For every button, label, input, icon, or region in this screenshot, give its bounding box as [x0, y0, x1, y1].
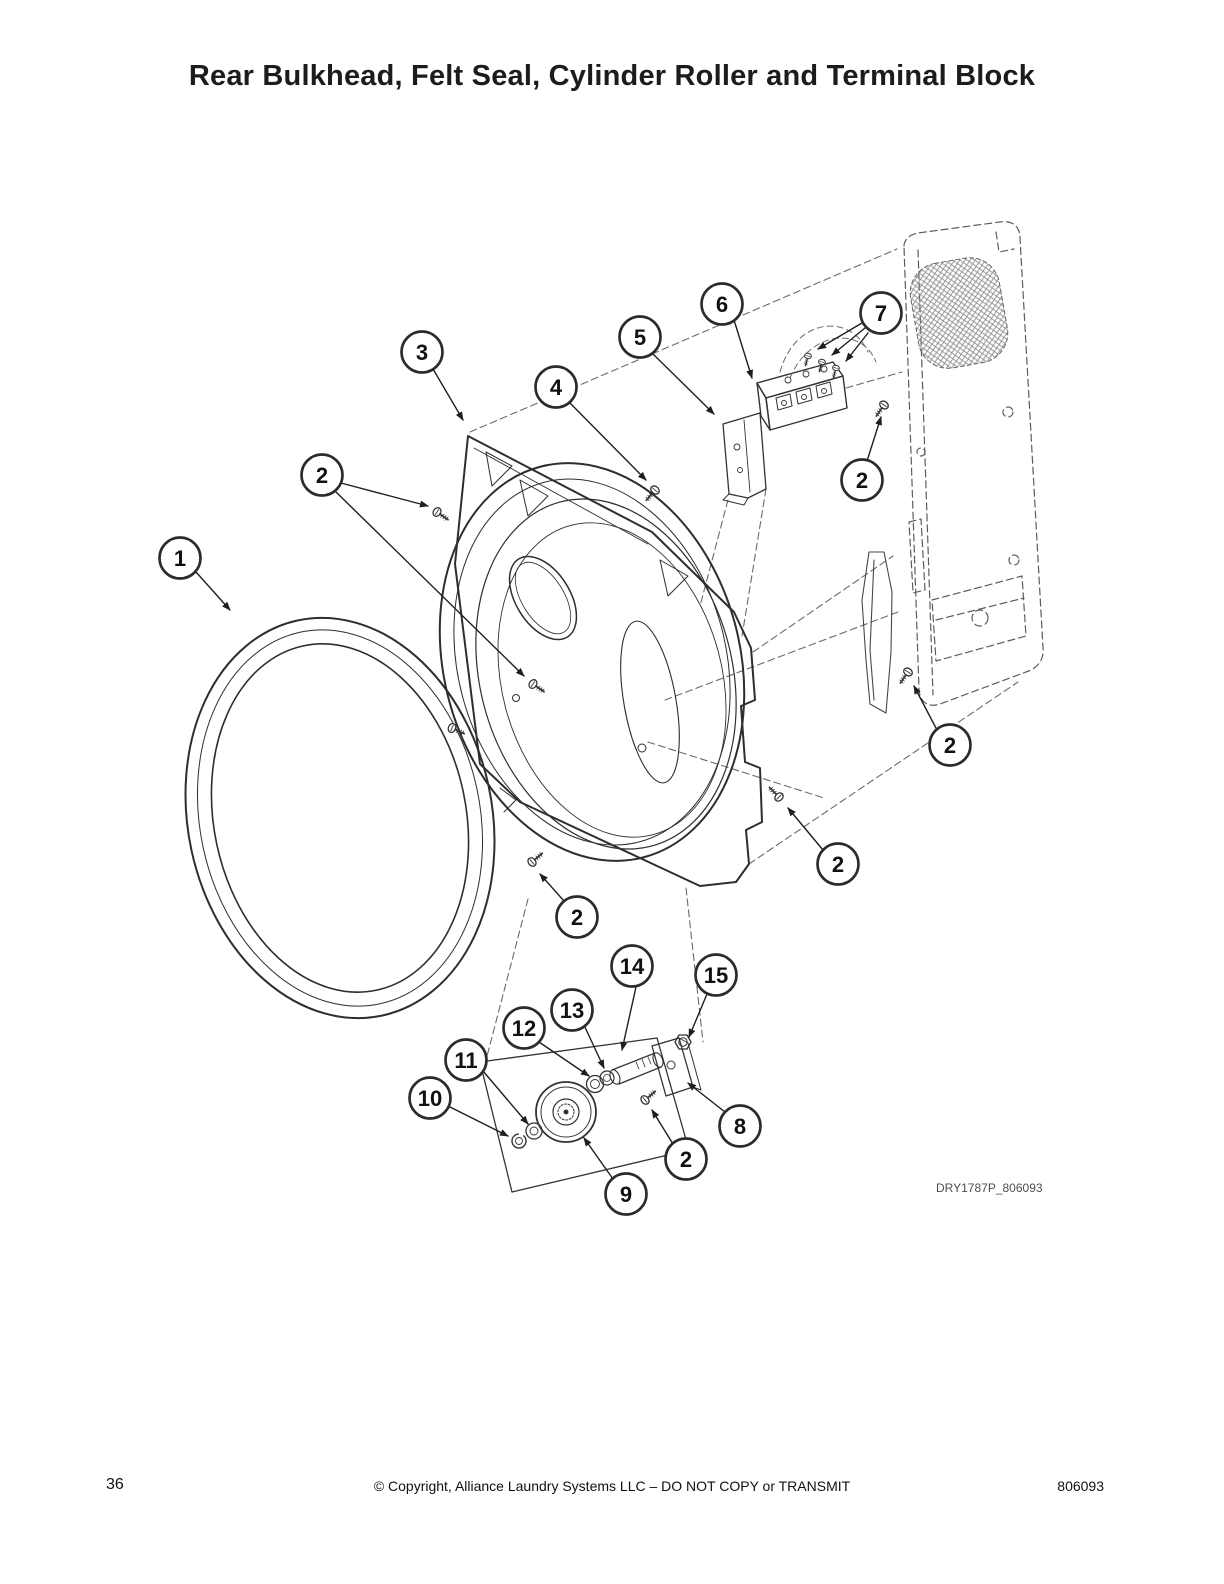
callout-label: 2: [944, 733, 956, 758]
screw-icon: [895, 665, 915, 687]
terminal-block: [756, 361, 848, 431]
vent-grille: [909, 257, 1009, 369]
cabinet-rear-panel: [903, 221, 1044, 706]
callout-10: 10: [408, 1076, 452, 1120]
callout-label: 12: [512, 1016, 536, 1041]
callout-label: 2: [316, 463, 328, 488]
callout-1: 1: [158, 536, 202, 580]
callout-12: 12: [502, 1006, 546, 1050]
callout-15: 15: [694, 953, 738, 997]
felt-seal: [184, 616, 496, 1020]
wiring-loops: [779, 325, 877, 379]
callout-11: 11: [444, 1038, 488, 1082]
page-title: Rear Bulkhead, Felt Seal, Cylinder Rolle…: [188, 60, 1036, 92]
callouts: 1 2 2 2 2 2 2: [158, 282, 972, 1216]
callout-2-6: 2: [664, 1137, 708, 1181]
diagram-line-art: [184, 221, 1044, 1193]
callout-label: 3: [416, 340, 428, 365]
callout-9: 9: [604, 1172, 648, 1216]
callout-label: 2: [680, 1147, 692, 1172]
screw-icon: [430, 505, 452, 525]
screw-icon: [801, 351, 813, 368]
callout-label: 10: [418, 1086, 442, 1111]
callout-label: 5: [634, 325, 646, 350]
callout-label: 15: [704, 963, 728, 988]
callout-2-2: 2: [840, 458, 884, 502]
page-number: 36: [106, 1476, 124, 1493]
screw-icon: [829, 363, 841, 380]
callout-6: 6: [700, 282, 744, 326]
screw-icon: [525, 848, 547, 869]
callout-label: 6: [716, 292, 728, 317]
callout-8: 8: [718, 1104, 762, 1148]
rear-bulkhead: [438, 435, 763, 887]
callout-label: 14: [620, 954, 645, 979]
callout-4: 4: [534, 365, 578, 409]
figure-reference: DRY1787P_806093: [936, 1181, 1043, 1195]
callout-label: 2: [571, 905, 583, 930]
screw-icon: [765, 783, 786, 804]
callout-3: 3: [400, 330, 444, 374]
callout-label: 1: [174, 546, 186, 571]
screw-icon: [638, 1086, 660, 1107]
callout-label: 4: [550, 375, 563, 400]
callout-7: 7: [859, 291, 903, 335]
callout-13: 13: [550, 988, 594, 1032]
page-footer: 36 © Copyright, Alliance Laundry Systems…: [0, 1476, 1224, 1500]
callout-2-1: 2: [300, 453, 344, 497]
cylinder-roller-assembly: [479, 1034, 702, 1193]
callout-label: 9: [620, 1182, 632, 1207]
callout-label: 8: [734, 1114, 746, 1139]
callout-label: 7: [875, 301, 887, 326]
screw-fasteners: [430, 351, 915, 1107]
callout-label: 13: [560, 998, 584, 1023]
callout-2-3: 2: [928, 723, 972, 767]
copyright-notice: © Copyright, Alliance Laundry Systems LL…: [373, 1478, 851, 1494]
leader-lines: [195, 319, 938, 1180]
callout-5: 5: [618, 315, 662, 359]
callout-label: 2: [832, 852, 844, 877]
callout-14: 14: [610, 944, 654, 988]
terminal-mounting-bracket: [722, 412, 767, 506]
doc-number: 806093: [1057, 1478, 1104, 1494]
panel-side-bracket: [861, 551, 893, 714]
screw-icon: [526, 677, 548, 697]
callout-label: 11: [454, 1048, 477, 1073]
callout-label: 2: [856, 468, 868, 493]
callout-2-5: 2: [555, 895, 599, 939]
screw-icon: [871, 398, 891, 420]
screw-icon: [641, 483, 662, 505]
callout-2-4: 2: [816, 842, 860, 886]
